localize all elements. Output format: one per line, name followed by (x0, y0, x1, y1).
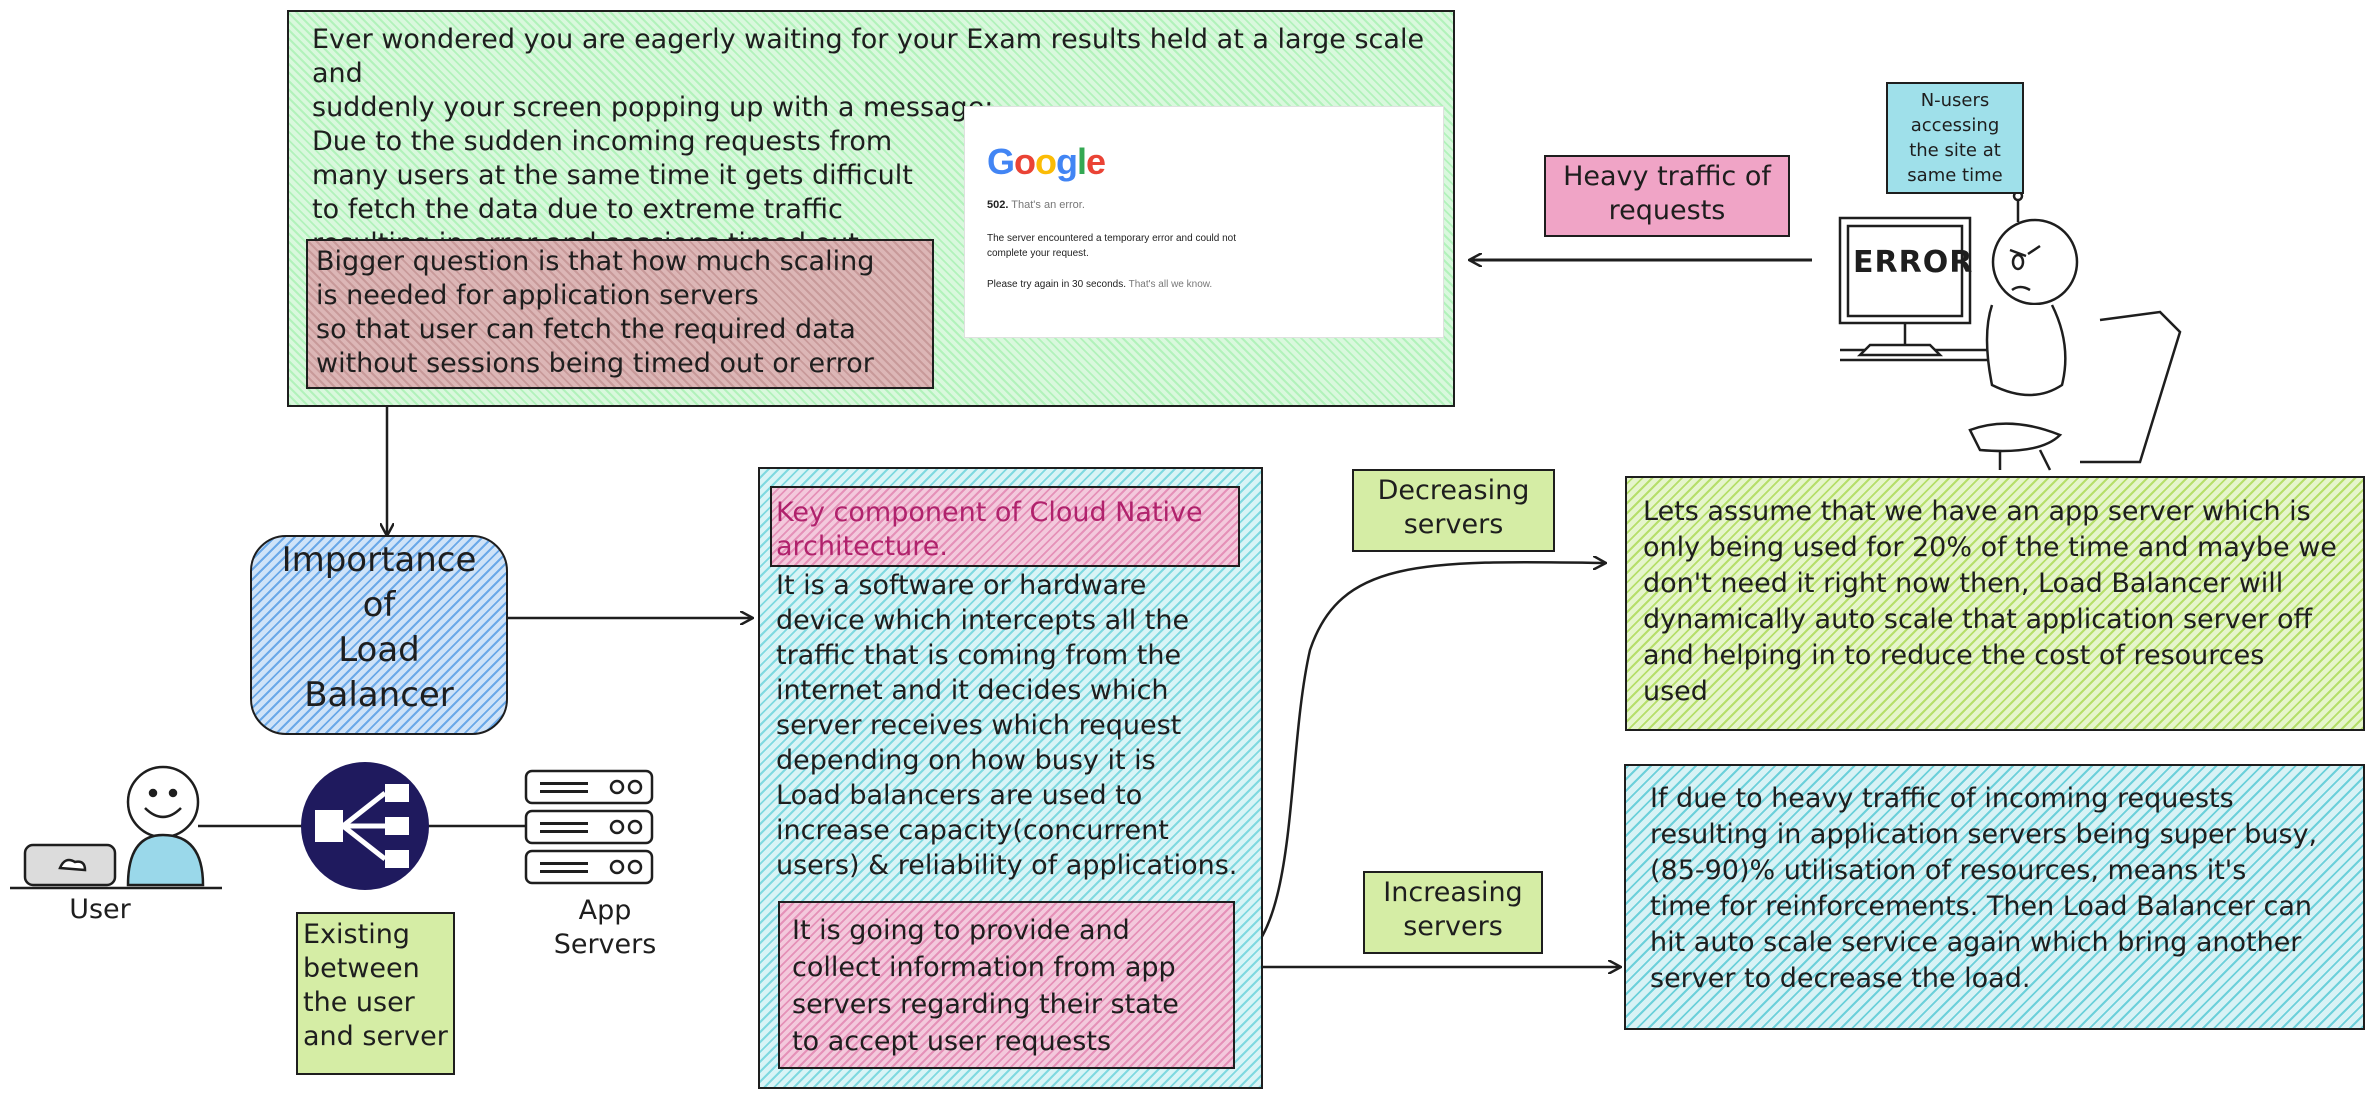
question-box (306, 239, 934, 389)
lb-title: Key component of Cloud Native architectu… (776, 497, 1203, 562)
question-text: Bigger question is that how much scaling… (316, 246, 875, 379)
importance-box (250, 535, 508, 735)
lb-title-box (770, 486, 1240, 567)
traffic-label-box (1544, 155, 1790, 237)
traffic-label: Heavy traffic of requests (1563, 161, 1771, 226)
nusers-note: N-users accessing the site at same time (1907, 90, 2003, 186)
increasing-label-box (1363, 871, 1543, 954)
error-code-suffix: That's an error. (1011, 199, 1085, 211)
google-logo: Google (987, 141, 1106, 182)
lb-description: It is a software or hardware device whic… (776, 570, 1238, 881)
existing-note-box (296, 912, 455, 1075)
decreasing-label-box (1352, 469, 1555, 552)
frustrated-person-icon (1838, 190, 2182, 471)
error-retry-suffix: That's all we know. (1128, 279, 1213, 290)
error-code: 502. (987, 199, 1009, 211)
error-retry: Please try again in 30 seconds. (987, 279, 1126, 290)
app-servers-label: App Servers (553, 895, 657, 960)
lb-collect-text: It is going to provide and collect infor… (792, 915, 1179, 1057)
load-balancer-icon (301, 762, 429, 890)
error-message: The server encountered a temporary error… (987, 233, 1237, 259)
error-screen-text: ERROR (1853, 245, 1974, 280)
existing-note: Existing between the user and server (303, 919, 448, 1052)
user-label: User (69, 894, 131, 925)
increasing-label: Increasing servers (1383, 877, 1523, 942)
decreasing-text: Lets assume that we have an app server w… (1643, 496, 2337, 707)
app-servers-icon (524, 769, 654, 885)
importance-text: Importance of Load Balancer (281, 540, 477, 715)
increasing-panel (1624, 764, 2365, 1030)
decreasing-label: Decreasing servers (1377, 475, 1530, 540)
lb-collect-box (778, 901, 1235, 1069)
nusers-note-box (1886, 82, 2024, 194)
increasing-text: If due to heavy traffic of incoming requ… (1650, 783, 2318, 994)
user-figure-icon (10, 765, 222, 890)
decreasing-panel (1625, 476, 2365, 731)
arrow-to-decreasing (1231, 562, 1605, 967)
error-retry-line: Please try again in 30 seconds. That's a… (987, 279, 1212, 290)
error-code-line: 502. That's an error. (987, 199, 1085, 211)
google-error-screenshot: Google 502. That's an error. The server … (964, 106, 1444, 338)
intro-text: Ever wondered you are eagerly waiting fo… (312, 24, 1425, 259)
